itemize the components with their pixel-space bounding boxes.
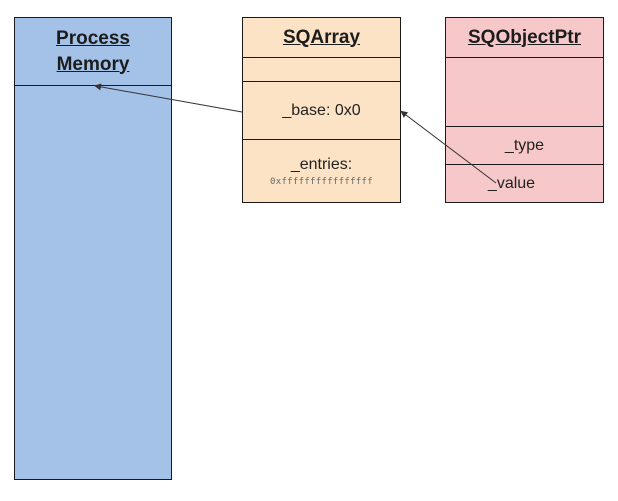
sqobjectptr-title: SQObjectPtr	[468, 26, 581, 48]
sqobjectptr-empty-row	[446, 58, 603, 127]
sqarray-entries-field: _entries:	[290, 155, 353, 173]
sqobjectptr-header: SQObjectPtr	[446, 18, 603, 58]
process-memory-title: Process Memory	[56, 27, 130, 75]
sqobjectptr-value-row: _value	[446, 165, 603, 202]
sqobjectptr-block: SQObjectPtr _type _value	[445, 17, 604, 203]
sqarray-title: SQArray	[282, 26, 361, 48]
sqarray-entries-value: 0xffffffffffffffff	[270, 176, 373, 187]
sqobjectptr-value-field: _value	[487, 174, 536, 192]
sqobjectptr-type-row: _type	[446, 127, 603, 165]
process-memory-body	[15, 86, 171, 479]
sqarray-base-row: _base: 0x0	[243, 82, 400, 140]
sqobjectptr-type-field: _type	[504, 136, 545, 154]
sqarray-entries-row: _entries: 0xffffffffffffffff	[243, 140, 400, 202]
sqarray-base-field: _base: 0x0	[282, 101, 361, 119]
process-memory-block: Process Memory	[14, 17, 172, 480]
sqarray-empty-row	[243, 58, 400, 82]
sqarray-block: SQArray _base: 0x0 _entries: 0xfffffffff…	[242, 17, 401, 203]
sqarray-header: SQArray	[243, 18, 400, 58]
process-memory-header: Process Memory	[15, 18, 171, 86]
